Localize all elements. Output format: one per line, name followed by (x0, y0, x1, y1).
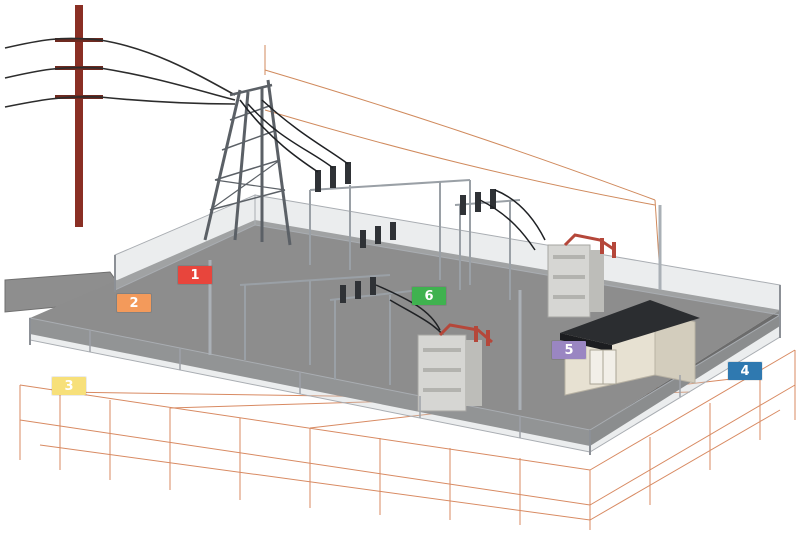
callout-5-label: 5 (564, 342, 574, 358)
callout-2: 2 (117, 294, 151, 312)
callout-3-label: 3 (64, 378, 74, 394)
callout-6-label: 6 (424, 288, 434, 304)
callout-4: 4 (728, 362, 762, 380)
transformer-icon (547, 233, 616, 318)
callout-4-label: 4 (740, 363, 750, 379)
grounding-grid (19, 349, 796, 530)
disconnect-switches (315, 162, 496, 303)
gravel-pad-edge (30, 318, 590, 446)
callout-5: 5 (552, 341, 586, 359)
security-fence (29, 194, 781, 455)
front-fence-posts (89, 330, 681, 438)
utility-pole-icon (4, 5, 236, 227)
transmission-tower-icon (203, 79, 292, 246)
transformer-icon (417, 323, 493, 412)
callout-3: 3 (52, 377, 86, 395)
control-building-icon (560, 300, 700, 396)
callout-1-label: 1 (190, 267, 200, 283)
callout-1: 1 (178, 266, 212, 284)
callout-6: 6 (412, 287, 446, 305)
callout-2-label: 2 (129, 295, 139, 311)
